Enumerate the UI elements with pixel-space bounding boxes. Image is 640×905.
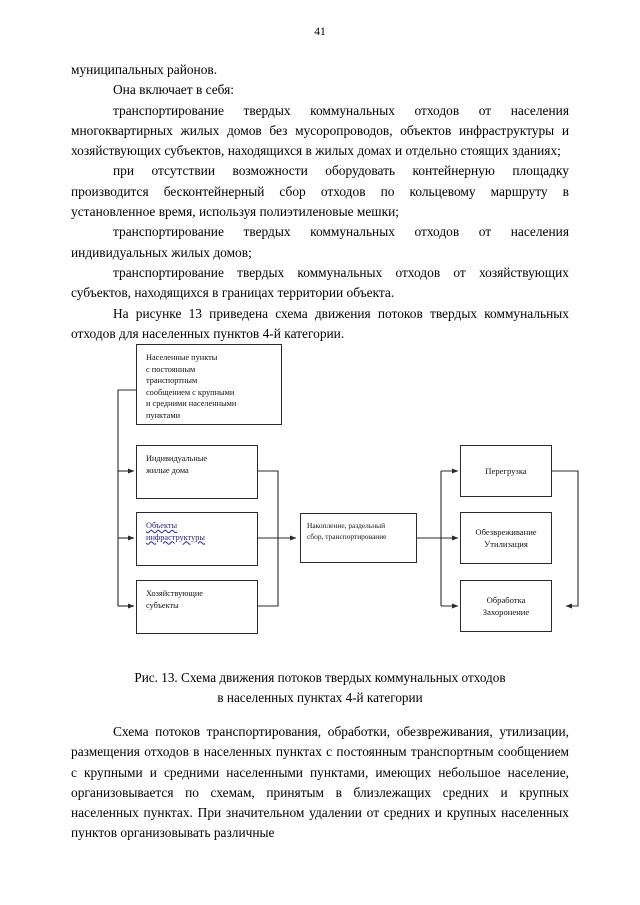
node-infrastructure: Объекты инфраструктуры <box>136 512 258 566</box>
node-settlements: Населенные пункты с постоянным транспорт… <box>136 344 282 425</box>
figure-caption-line-2: в населенных пунктах 4-й категории <box>217 689 423 705</box>
node-settlements-line: пунктами <box>146 410 181 420</box>
paragraph: Она включает в себя: <box>113 82 235 98</box>
node-settlements-line: транспортным <box>146 376 198 386</box>
node-neutralization-line: Утилизация <box>484 539 528 549</box>
node-neutralization-line: Обезвреживание <box>475 527 537 537</box>
node-individual-houses-line: жилые дома <box>146 465 189 475</box>
node-settlements-line: Населенные пункты <box>146 353 218 362</box>
diagram-connectors <box>117 389 579 609</box>
node-neutralization-utilization: Обезвреживание Утилизация <box>460 512 552 564</box>
node-treatment-disposal: Обработка Захоронение <box>460 580 552 632</box>
node-treatment-line: Обработка <box>486 595 526 605</box>
paragraph: транспортирование твердых коммунальных о… <box>71 102 569 159</box>
tail-content: Схема потоков транспортирования, обработ… <box>71 722 569 844</box>
node-treatment-line: Захоронение <box>482 607 530 617</box>
paragraph: транспортирование твердых коммунальных о… <box>71 264 569 301</box>
node-settlements-line: сообщением с крупными <box>146 387 235 397</box>
paragraph: На рисунке 13 приведена схема движения п… <box>71 305 569 341</box>
figure-caption-line-1: Рис. 13. Схема движения потоков твердых … <box>134 670 506 685</box>
node-settlements-line: и средними населенными <box>146 399 237 409</box>
node-accumulation-line: Накопление, раздельный <box>307 521 386 530</box>
paragraph: транспортирование твердых коммунальных о… <box>71 224 569 260</box>
figure-13-flow-diagram: Населенные пункты с постоянным транспорт… <box>0 338 640 648</box>
node-transfer: Перегрузка <box>460 445 552 497</box>
page-number: 41 <box>314 26 326 38</box>
node-accumulation-collection-transport: Накопление, раздельный сбор, транспортир… <box>300 513 417 563</box>
paragraph: муниципальных районов. <box>71 62 218 77</box>
node-economic-entities: Хозяйствующие субъекты <box>136 580 258 634</box>
node-transfer-line: Перегрузка <box>485 466 527 476</box>
node-infrastructure-line: Объекты <box>146 521 178 530</box>
node-economic-entities-line: субъекты <box>146 600 179 610</box>
node-infrastructure-line: инфраструктуры <box>146 532 205 542</box>
figure-caption: Рис. 13. Схема движения потоков твердых … <box>71 668 569 707</box>
paragraph: при отсутствии возможности оборудовать к… <box>71 163 569 220</box>
node-individual-houses: Индивидуальные жилые дома <box>136 445 258 499</box>
node-individual-houses-line: Индивидуальные <box>146 454 208 463</box>
node-economic-entities-line: Хозяйствующие <box>146 589 203 598</box>
body-content: муниципальных районов. Она включает в се… <box>71 60 569 344</box>
paragraph: Схема потоков транспортирования, обработ… <box>71 724 569 841</box>
node-settlements-line: с постоянным <box>146 364 196 374</box>
node-accumulation-line: сбор, транспортирование <box>307 531 387 541</box>
